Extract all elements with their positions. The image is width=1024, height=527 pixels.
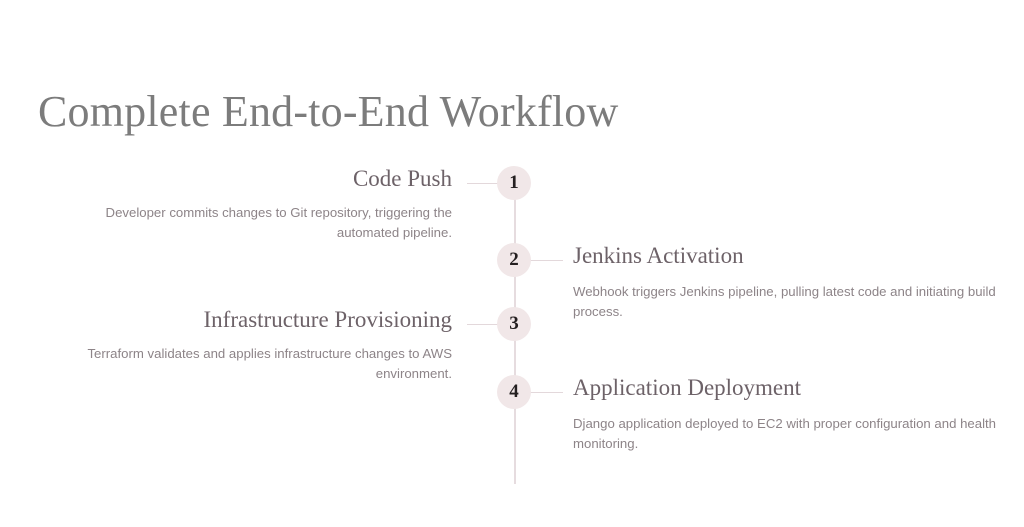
step-title: Infrastructure Provisioning bbox=[203, 307, 452, 332]
step-description: Webhook triggers Jenkins pipeline, pulli… bbox=[573, 283, 996, 320]
step-number-node[interactable]: 4 bbox=[497, 375, 531, 409]
step-description: Django application deployed to EC2 with … bbox=[573, 415, 997, 452]
step-title: Jenkins Activation bbox=[573, 243, 744, 268]
step-number-node[interactable]: 3 bbox=[497, 307, 531, 341]
step-text-block: Jenkins Activation Webhook triggers Jenk… bbox=[573, 242, 997, 323]
step-description: Developer commits changes to Git reposit… bbox=[105, 204, 452, 241]
step-connector-line bbox=[527, 259, 563, 261]
step-number-node[interactable]: 2 bbox=[497, 243, 531, 277]
step-title: Code Push bbox=[352, 166, 452, 191]
step-text-block: Code Push Developer commits changes to G… bbox=[40, 165, 452, 244]
step-number-node[interactable]: 1 bbox=[497, 166, 531, 200]
step-text-block: Infrastructure Provisioning Terraform va… bbox=[40, 306, 452, 385]
step-text-block: Application Deployment Django applicatio… bbox=[573, 374, 997, 455]
page-title: Complete End-to-End Workflow bbox=[38, 87, 619, 136]
step-title: Application Deployment bbox=[573, 375, 802, 400]
step-connector-line bbox=[467, 323, 501, 325]
step-description: Terraform validates and applies infrastr… bbox=[87, 345, 452, 382]
step-connector-line bbox=[527, 391, 563, 393]
step-connector-line bbox=[467, 182, 501, 184]
